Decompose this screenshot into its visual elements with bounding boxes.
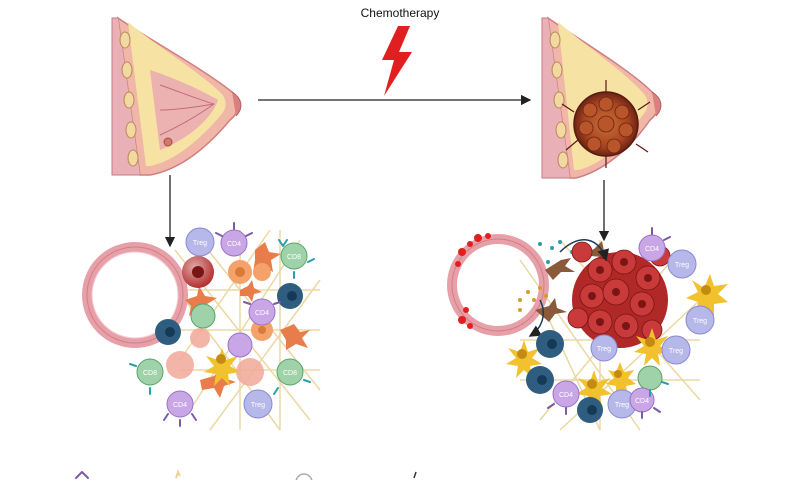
immune-cell-cd8: CD8 <box>280 242 308 270</box>
svg-text:CD4: CD4 <box>559 392 573 399</box>
svg-text:CD8: CD8 <box>283 370 297 377</box>
immune-cell-cd4: CD4 <box>166 390 194 418</box>
svg-text:CD4: CD4 <box>255 310 269 317</box>
legend-partial <box>75 469 417 483</box>
svg-text:CD8: CD8 <box>143 370 157 377</box>
immune-cell-cd4: CD4 <box>552 380 580 408</box>
svg-text:CD4: CD4 <box>173 402 187 409</box>
immune-cell-cd4: CD4 <box>638 234 666 262</box>
svg-text:CD4: CD4 <box>635 398 649 405</box>
immune-cell-treg: Treg <box>185 227 215 257</box>
microenvironment-before: Treg CD4 CD8 CD4 CD8 <box>82 222 321 431</box>
svg-text:Treg: Treg <box>675 262 689 269</box>
lightning-bolt-icon <box>382 26 412 96</box>
immune-cell-cd4-partial <box>227 332 253 358</box>
microenvironment-after: CD4 Treg Treg Treg Treg <box>447 227 728 431</box>
immune-cell-treg: Treg <box>685 305 715 335</box>
immune-cell-cd4: CD4 <box>220 229 248 257</box>
chemotherapy-label: Chemotherapy <box>360 6 440 20</box>
svg-text:Treg: Treg <box>615 402 629 409</box>
tumor-icon <box>561 80 651 168</box>
svg-text:CD4: CD4 <box>645 246 659 253</box>
immune-cell-cd8: CD8 <box>136 358 164 386</box>
immune-cell-treg: Treg <box>667 249 697 279</box>
immune-cell-cd4: CD4 <box>248 298 276 326</box>
immune-cell-treg: Treg <box>243 389 273 419</box>
svg-text:CD4: CD4 <box>227 241 241 248</box>
immune-cell-cd8: CD8 <box>276 358 304 386</box>
svg-text:Treg: Treg <box>597 346 611 353</box>
immune-cell-treg: Treg <box>661 335 691 365</box>
breast-icon-after <box>541 16 662 179</box>
svg-text:Treg: Treg <box>669 348 683 355</box>
svg-text:CD8: CD8 <box>287 254 301 261</box>
immune-cell-cd8-partial <box>637 365 663 391</box>
immune-cell-treg: Treg <box>607 389 637 419</box>
blood-vessel-icon <box>447 233 549 336</box>
svg-text:Treg: Treg <box>193 240 207 247</box>
immune-cell-green <box>190 303 216 329</box>
breast-icon-before <box>111 16 242 176</box>
svg-text:Treg: Treg <box>251 402 265 409</box>
immune-cell-treg: Treg <box>590 334 618 362</box>
svg-text:Treg: Treg <box>693 318 707 325</box>
blood-vessel-icon <box>82 242 188 348</box>
